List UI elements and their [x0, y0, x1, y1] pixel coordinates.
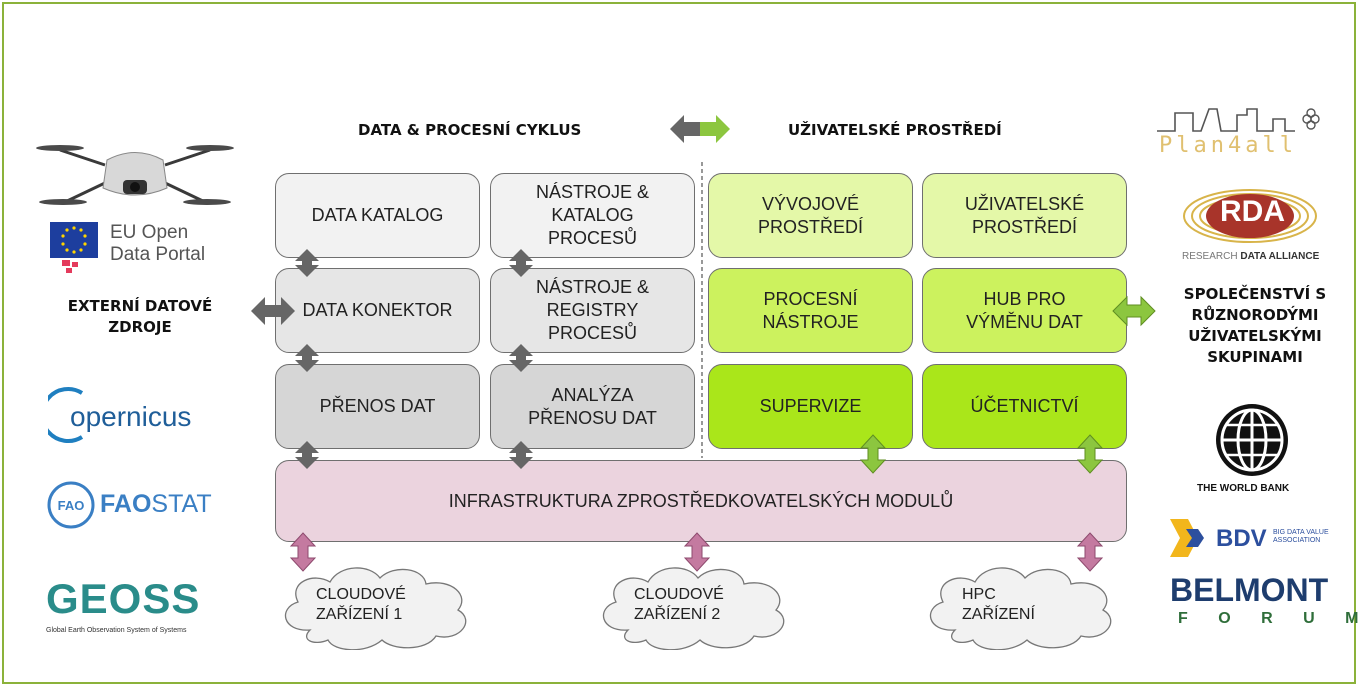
- arrow-infra-cloud2: [684, 532, 710, 572]
- rda-subtitle-2: DATA ALLIANCE: [1240, 251, 1320, 262]
- header-arrow-left: [670, 115, 700, 143]
- arrow-external-sources: [251, 297, 295, 325]
- copernicus-logo: opernicus: [48, 385, 233, 445]
- arrow-katalog-registry: [509, 249, 533, 277]
- bdv-emblem-icon: [1170, 519, 1204, 557]
- box-data-katalog: DATA KATALOG: [275, 173, 480, 258]
- rda-emblem-icon: [1183, 189, 1317, 243]
- world-bank-text: THE WORLD BANK: [1197, 483, 1290, 494]
- external-sources-label: EXTERNÍ DATOVÉ ZDROJE: [67, 297, 213, 336]
- rda-text: RDA: [1220, 195, 1285, 228]
- belmont-forum-logo: BELMONT F O R U M: [1170, 572, 1358, 637]
- globe-icon: [1216, 404, 1288, 476]
- plan4all-skyline-icon: [1157, 108, 1320, 132]
- cloud-shape-2: [602, 567, 785, 650]
- svg-text:FAO: FAO: [58, 498, 85, 513]
- arrow-konektor-prenos: [295, 344, 319, 372]
- arrow-supervize-infra: [860, 434, 886, 474]
- rda-logo: RDA RESEARCH DATA ALLIANCE: [1170, 185, 1330, 265]
- arrow-communities: [1112, 295, 1156, 327]
- header-arrow-right: [700, 115, 730, 143]
- copernicus-arc-icon: [48, 387, 84, 443]
- arrow-analyza-infra: [509, 441, 533, 469]
- rda-subtitle-1: RESEARCH: [1182, 251, 1241, 262]
- box-hub-vymena-dat: HUB PRO VÝMĚNU DAT: [922, 268, 1127, 353]
- fao-bold-text: FAO: [100, 490, 152, 518]
- header-data-cycle: DATA & PROCESNÍ CYKLUS: [358, 121, 582, 139]
- box-nastroje-registry: NÁSTROJE & REGISTRY PROCESŮ: [490, 268, 695, 353]
- geoss-logo: GEOSS Global Earth Observation System of…: [46, 575, 231, 640]
- cloud-label-3: HPC ZAŘÍZENÍ: [962, 586, 1035, 623]
- plan4all-text: Plan4all: [1159, 133, 1297, 158]
- communities-label: SPOLEČENSTVÍ S RŮZNORODÝMI UŽIVATELSKÝMI…: [1183, 285, 1327, 366]
- arrow-infra-cloud3: [1077, 532, 1103, 572]
- eu-flag-icon: [50, 222, 98, 273]
- box-ucetnictvi: ÚČETNICTVÍ: [922, 364, 1127, 449]
- bdv-text: BDV: [1216, 525, 1267, 552]
- box-vyvojove-prostredi: VÝVOJOVÉ PROSTŘEDÍ: [708, 173, 913, 258]
- cloud-shape-1: [284, 567, 467, 650]
- box-prenos-dat: PŘENOS DAT: [275, 364, 480, 449]
- world-bank-logo: THE WORLD BANK: [1190, 400, 1330, 500]
- arrow-ucetnictvi-infra: [1077, 434, 1103, 474]
- geoss-subtitle: Global Earth Observation System of Syste…: [46, 627, 187, 634]
- cloud-label-1: CLOUDOVÉ ZAŘÍZENÍ 1: [316, 586, 406, 623]
- arrow-registry-analyza: [509, 344, 533, 372]
- fao-emblem-icon: FAO: [47, 481, 95, 529]
- geoss-text: GEOSS: [46, 575, 201, 622]
- eu-logo-line1: EU Open: [110, 222, 189, 243]
- cloud-label-2: CLOUDOVÉ ZAŘÍZENÍ 2: [634, 586, 724, 623]
- cloud-shape-3: [929, 567, 1112, 650]
- belmont-text: BELMONT: [1170, 572, 1329, 608]
- faostat-logo: FAO FAOSTAT: [46, 480, 231, 530]
- drone-image: [36, 145, 234, 205]
- arrow-katalog-konektor: [295, 249, 319, 277]
- box-data-konektor: DATA KONEKTOR: [275, 268, 480, 353]
- fao-stat-text: STAT: [151, 490, 212, 518]
- bdv-logo: BDV BIG DATA VALUE ASSOCIATION: [1168, 515, 1353, 565]
- box-supervize: SUPERVIZE: [708, 364, 913, 449]
- box-procesni-nastroje: PROCESNÍ NÁSTROJE: [708, 268, 913, 353]
- plan4all-logo: Plan4all: [1155, 105, 1345, 160]
- copernicus-text: opernicus: [70, 401, 192, 432]
- box-analyza-prenosu: ANALÝZA PŘENOSU DAT: [490, 364, 695, 449]
- arrow-prenos-infra: [295, 441, 319, 469]
- forum-text: F O R U M: [1178, 610, 1364, 627]
- bdv-subtitle: BIG DATA VALUE ASSOCIATION: [1273, 529, 1329, 544]
- arrow-infra-cloud1: [290, 532, 316, 572]
- eu-logo-line2: Data Portal: [110, 244, 206, 265]
- header-user-environment: UŽIVATELSKÉ PROSTŘEDÍ: [788, 121, 1002, 139]
- eu-open-data-logo: EU Open Data Portal: [48, 218, 228, 278]
- box-uzivatelske-prostredi: UŽIVATELSKÉ PROSTŘEDÍ: [922, 173, 1127, 258]
- box-nastroje-katalog: NÁSTROJE & KATALOG PROCESŮ: [490, 173, 695, 258]
